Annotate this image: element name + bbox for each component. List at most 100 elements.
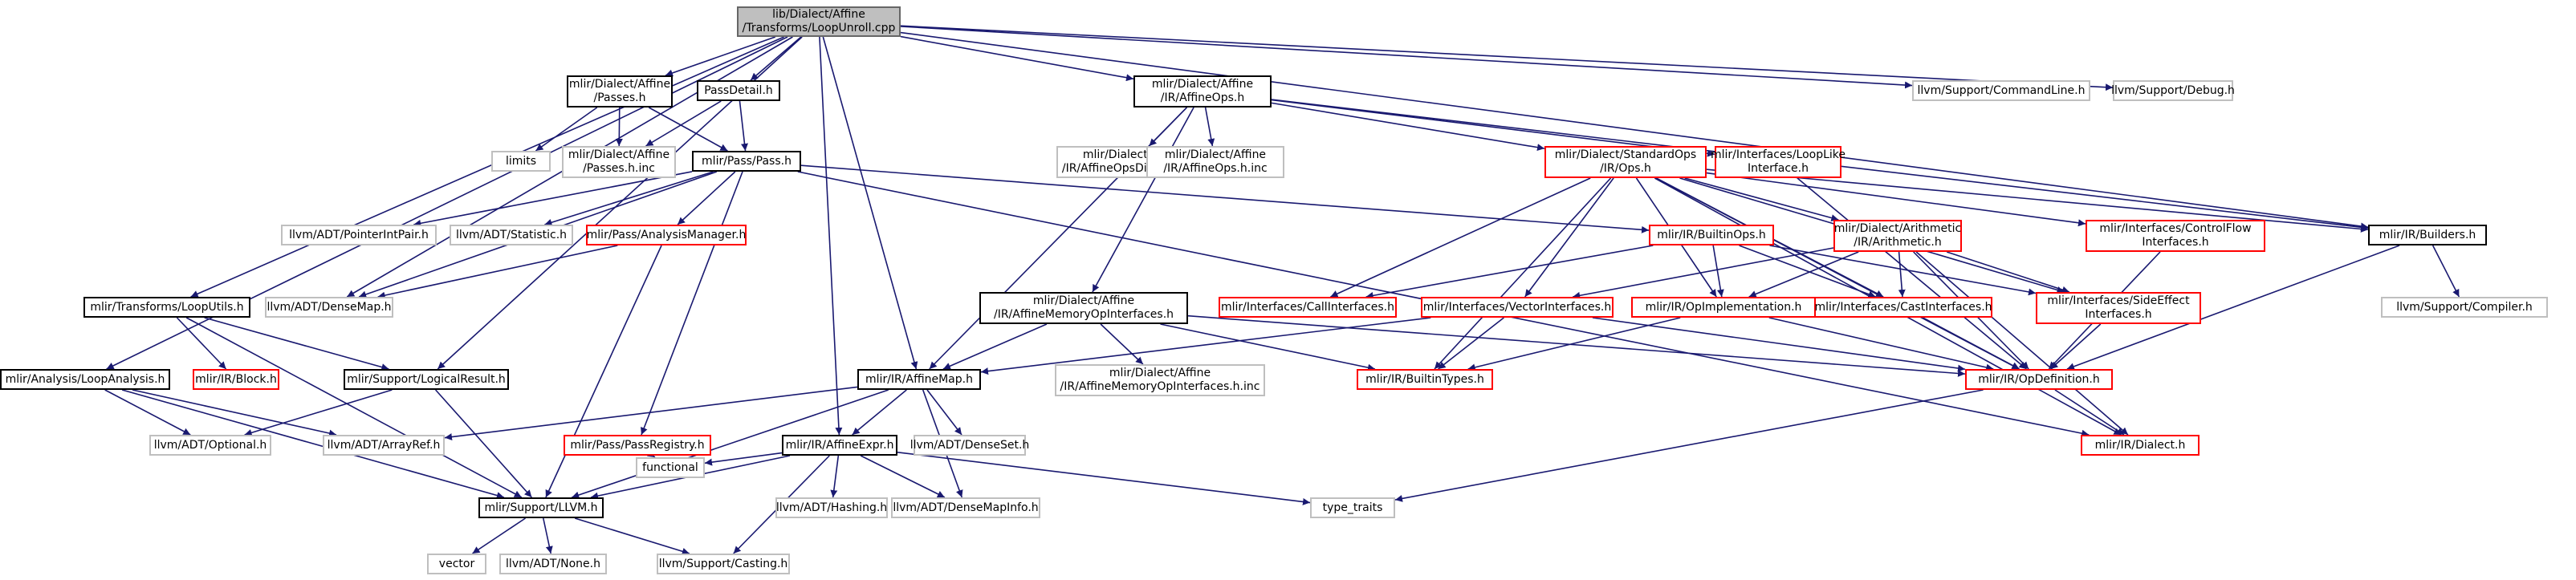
node-looputils-h[interactable]: mlir/Transforms/LoopUtils.h [83,297,250,318]
edge-root-to-debug [900,25,2114,91]
node-affineops-h[interactable]: mlir/Dialect/Affine /IR/AffineOps.h [1133,75,1272,107]
edge-looputils-to-logicalresult [204,317,389,371]
edge-passes-to-limits [535,107,598,152]
node-affinememoryopinterfaces-h[interactable]: mlir/Dialect/Affine /IR/AffineMemoryOpIn… [979,292,1188,324]
edge-stdops-to-builtintypes [1434,177,1612,370]
edge-affinememop-to-affinememop_inc [1100,323,1144,365]
edge-pass-to-analysismanager [677,171,736,225]
edge-arith-to-sideeffect [1946,251,2070,294]
node-passdetail-h[interactable]: PassDetail.h [697,80,780,101]
edge-vectorinterfaces-to-opdefinition [1592,317,1966,372]
node-builders-h[interactable]: mlir/IR/Builders.h [2368,225,2487,245]
edge-opdefinition-to-dialect [2054,389,2125,436]
edge-llvm_h-to-vector [472,517,526,554]
node-analysismanager-h[interactable]: mlir/Pass/AnalysisManager.h [586,225,747,245]
edge-pass-to-passregistry [641,171,743,436]
node-denseset-h: llvm/ADT/DenseSet.h [910,435,1029,456]
edge-pass-to-pointerintpair [413,171,693,227]
edge-affinemap-to-denseset [926,389,962,436]
edge-looputils-to-block [176,317,227,370]
node-block-h[interactable]: mlir/IR/Block.h [193,369,279,390]
edge-affinememop-to-affinemap [942,323,1048,370]
node-affine-passes-h[interactable]: mlir/Dialect/Affine /Passes.h [567,75,673,107]
node-affineops-h-inc: mlir/Dialect/Affine /IR/AffineOps.h.inc [1146,146,1284,178]
edge-builders-to-opdefinition [2066,245,2400,371]
edge-opdefinition-to-type_traits [1394,389,1984,502]
edge-arith-to-dialect [1915,251,2129,436]
edge-vectorinterfaces-to-builtintypes [1438,317,1504,370]
node-builtinops-h[interactable]: mlir/IR/BuiltinOps.h [1649,225,1774,245]
edge-affineops-to-looplike [1271,99,1715,157]
node-controlflowinterfaces-h[interactable]: mlir/Interfaces/ControlFlow Interfaces.h [2086,220,2265,252]
node-arrayref-h: llvm/ADT/ArrayRef.h [323,435,445,456]
edge-looputils-to-llvm_h [185,317,523,498]
edge-root-to-commandline [900,26,1913,89]
node-logicalresult-h[interactable]: mlir/Support/LogicalResult.h [344,369,509,390]
node-hashing-h: llvm/ADT/Hashing.h [775,497,888,518]
edge-passes-to-passes_inc [615,107,623,147]
node-none-h: llvm/ADT/None.h [499,554,607,574]
edge-affineops-to-stdops [1271,102,1545,152]
edge-affineexpr-to-functional [704,452,783,466]
node-casting-h: llvm/Support/Casting.h [657,554,790,574]
edge-vectorinterfaces-to-affinemap [980,317,1431,375]
edge-root-to-builders [900,31,2369,230]
node-commandline-h: llvm/Support/CommandLine.h [1912,80,2090,101]
edge-loopanalysis-to-llvm_h [121,389,505,499]
edge-stdops-to-arith [1684,177,1839,221]
node-pointerintpair-h: llvm/ADT/PointerIntPair.h [281,225,437,245]
node-loopanalysis-h[interactable]: mlir/Analysis/LoopAnalysis.h [0,369,170,390]
node-standardops-ops-h[interactable]: mlir/Dialect/StandardOps /IR/Ops.h [1544,146,1707,178]
edge-loopanalysis-to-optional [104,389,191,436]
node-sideeffectinterfaces-h[interactable]: mlir/Interfaces/SideEffect Interfaces.h [2036,292,2201,324]
edge-stdops-to-callinterfaces [1330,177,1591,298]
edge-root-to-affineexpr [819,36,843,436]
edge-affinemap-to-affineexpr [852,389,907,436]
node-passes-h-inc: mlir/Dialect/Affine /Passes.h.inc [562,146,676,178]
edge-arith-to-castinterfaces [1898,251,1906,298]
node-compiler-h: llvm/Support/Compiler.h [2381,297,2548,318]
edge-root-to-affineops [900,35,1134,82]
node-builtintypes-h[interactable]: mlir/IR/BuiltinTypes.h [1357,369,1493,390]
edge-llvm_h-to-casting [574,517,690,555]
node-vectorinterfaces-h[interactable]: mlir/Interfaces/VectorInterfaces.h [1421,297,1614,318]
edge-pass-to-builtinops [800,164,1650,233]
node-affinemap-h[interactable]: mlir/IR/AffineMap.h [857,369,981,390]
edge-root-to-looputils [190,36,784,298]
edge-builtinops-to-sideeffect [1769,245,2037,296]
node-opimplementation-h[interactable]: mlir/IR/OpImplementation.h [1631,297,1816,318]
node-affinememoryopinterfaces-h-inc: mlir/Dialect/Affine /IR/AffineMemoryOpIn… [1055,364,1265,396]
node-vector: vector [427,554,486,574]
node-functional: functional [636,457,705,478]
node-pass-h[interactable]: mlir/Pass/Pass.h [692,151,801,172]
edge-arith-to-opimpl [1748,251,1859,298]
edge-root-to-passdetail [750,36,802,81]
node-statistic-h: llvm/ADT/Statistic.h [450,225,573,245]
node-densemap-h: llvm/ADT/DenseMap.h [265,297,393,318]
node-looplikeinterface-h[interactable]: mlir/Interfaces/LoopLike Interface.h [1711,146,1846,178]
node-type-traits: type_traits [1310,497,1395,518]
dependency-edges [104,25,2460,555]
edge-builtinops-to-opimpl [1712,245,1724,298]
edge-builtinops-to-castinterfaces [1739,245,1876,298]
edge-logicalresult-to-optional [244,389,393,436]
edge-stdops-to-vectorinterfaces [1524,177,1614,298]
node-passregistry-h[interactable]: mlir/Pass/PassRegistry.h [564,435,711,456]
edge-arith-to-vectorinterfaces [1573,247,1834,299]
edge-affineexpr-to-hashing [830,455,840,498]
node-affineexpr-h[interactable]: mlir/IR/AffineExpr.h [782,435,897,456]
node-arithmetic-h[interactable]: mlir/Dialect/Arithmetic /IR/Arithmetic.h [1833,220,1962,252]
edge-castinterfaces-to-opdefinition [1923,317,2020,370]
edge-passdetail-to-pass [739,100,748,152]
edge-opimpl-to-builtintypes [1467,317,1681,371]
edge-logicalresult-to-llvm_h [435,389,532,498]
edge-passdetail-to-passes_inc [645,100,722,147]
edge-passregistry-to-functional [646,450,656,458]
edge-builders-to-compiler [2432,245,2460,298]
node-castinterfaces-h[interactable]: mlir/Interfaces/CastInterfaces.h [1814,297,1992,318]
node-dialect-h[interactable]: mlir/IR/Dialect.h [2081,435,2200,456]
node-callinterfaces-h[interactable]: mlir/Interfaces/CallInterfaces.h [1219,297,1397,318]
edge-affineops-to-affinememop [1092,107,1194,293]
node-support-llvm-h[interactable]: mlir/Support/LLVM.h [478,497,604,518]
node-opdefinition-h[interactable]: mlir/IR/OpDefinition.h [1965,369,2113,390]
